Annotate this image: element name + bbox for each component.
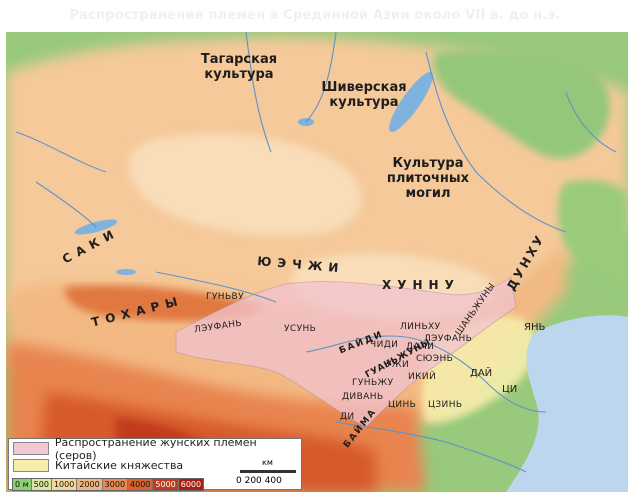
elevation-cell: 500 — [31, 479, 52, 490]
label-tagar-culture: Тагарская культура — [200, 52, 278, 82]
label-leufan-east: ЛЭУФАНЬ — [424, 334, 473, 344]
lake-issyk — [116, 269, 136, 275]
elevation-cell: 6000 — [178, 479, 204, 490]
label-ci: ЦИ — [502, 384, 518, 395]
label-yan: ЯНЬ — [524, 322, 546, 333]
legend-swatch-china — [13, 459, 49, 472]
elevation-cell: 0 м — [13, 479, 32, 490]
label-linxu: ЛИНЬХУ — [400, 322, 441, 332]
label-uzhi: УЖИ — [386, 360, 410, 370]
elevation-cell: 5000 — [153, 479, 179, 490]
elevation-cell: 3000 — [102, 479, 129, 490]
rong-outline — [175, 276, 517, 428]
north-lowland — [432, 50, 610, 159]
label-xunnu: ХУННУ — [382, 278, 460, 292]
label-shiver-culture: Шиверская культура — [321, 80, 407, 110]
label-gunyvu: ГУНЬВУ — [206, 292, 244, 302]
plain-patch — [128, 133, 362, 236]
scale-ticks: 0 200 400 — [236, 476, 282, 486]
label-syuen: СЮЭНЬ — [416, 354, 454, 364]
label-usun: УСУНЬ — [284, 324, 317, 334]
label-iky: ИКИЙ — [408, 372, 437, 382]
rivers — [15, 31, 617, 473]
elevation-cell: 1000 — [51, 479, 78, 490]
legend-label-china: Китайские княжества — [55, 459, 184, 472]
elevation-scale: 0 м 500 1000 2000 3000 4000 5000 6000 — [12, 478, 205, 491]
label-dai: ДАЙ — [470, 368, 493, 379]
sea — [506, 315, 628, 492]
elevation-cell: 2000 — [77, 479, 103, 490]
east-lowland — [557, 180, 628, 292]
label-chidi: ЧИДИ — [370, 340, 399, 350]
map-area: Тагарская культура Шиверская культура Ку… — [6, 31, 628, 492]
legend-swatch-rong — [13, 442, 49, 455]
legend-label-rong: Распространение жунских племен (серов) — [54, 435, 257, 462]
label-di: ДИ — [340, 412, 355, 422]
lake-baikal — [389, 72, 433, 132]
label-divan: ДИВАНЬ — [342, 392, 384, 402]
elevation-cell: 4000 — [128, 479, 154, 490]
label-dali: ДАЛИ — [406, 342, 435, 352]
scale-bar — [240, 470, 296, 473]
label-czin: ЦЗИНЬ — [428, 400, 463, 410]
scale-unit: км — [262, 458, 273, 467]
label-slab-grave-culture: Культура плиточных могил — [386, 156, 470, 201]
map-title: Распространение племен в Срединной Азии … — [69, 8, 561, 23]
distance-scale: км 0 200 400 — [236, 458, 302, 490]
rong-zone — [176, 277, 516, 427]
label-cin: ЦИНЬ — [388, 400, 417, 410]
label-gunzhu: ГУНЬЖУ — [352, 378, 394, 388]
legend-row-rong: Распространение жунских племен (серов) — [13, 436, 301, 462]
legend-row-china: Китайские княжества — [13, 459, 183, 472]
